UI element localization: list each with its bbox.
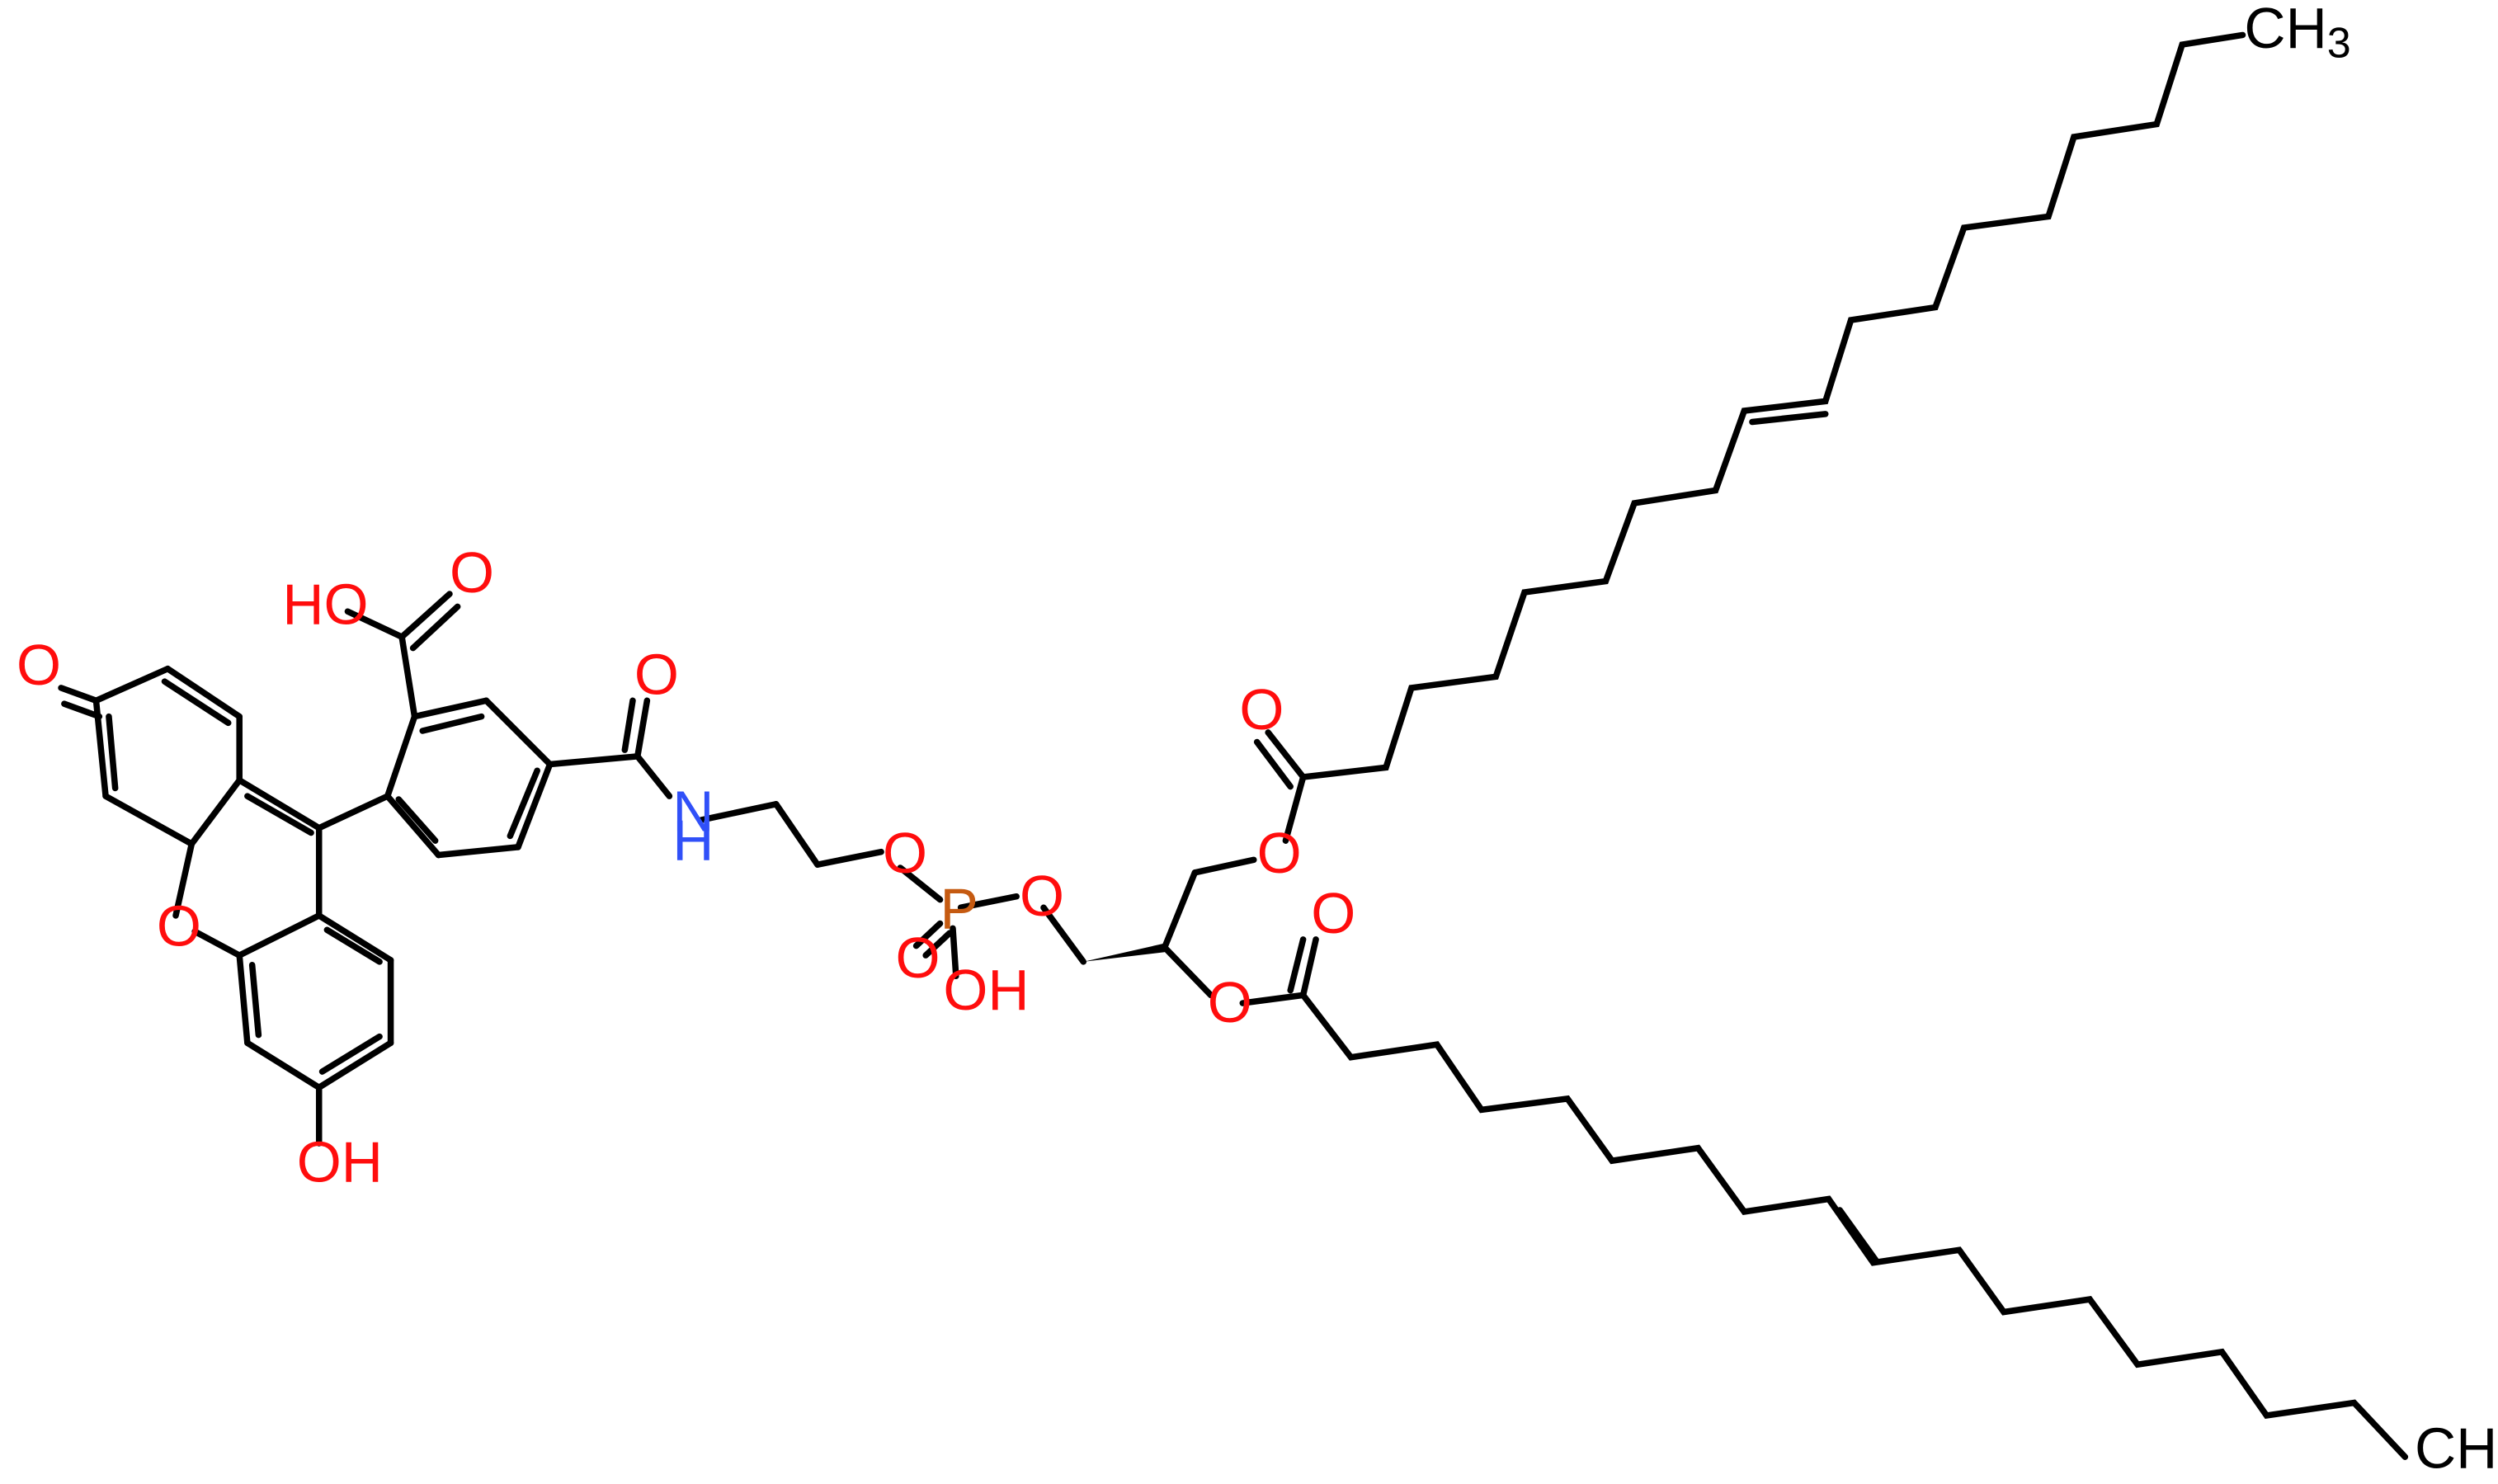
ester-2-oxygen-label: O bbox=[1208, 970, 1252, 1034]
phenol-oh-label: OH bbox=[297, 1129, 383, 1194]
acid-ho-label: HO bbox=[282, 572, 368, 637]
ketone-oxygen-label: O bbox=[16, 633, 61, 697]
phosphate-oxygen-1-label: O bbox=[883, 821, 927, 885]
phosphate-oxygen-2-label: O bbox=[1020, 864, 1064, 928]
phosphate-oxygen-3-label: O bbox=[895, 926, 940, 990]
lower-acyl-chain bbox=[1239, 936, 2409, 1460]
atom-labels: O O OH HO O O N H O P O O OH O O O O CH3… bbox=[16, 0, 2498, 1484]
amide-h-label: H bbox=[672, 808, 714, 872]
ring-oxygen-label: O bbox=[157, 894, 201, 959]
bottom-methyl-label: CH3 bbox=[2415, 1416, 2498, 1484]
acid-carbonyl-oxygen-label: O bbox=[450, 540, 494, 605]
benzoic-ring bbox=[315, 591, 673, 859]
ester-1-oxygen-label: O bbox=[1257, 821, 1302, 885]
phosphate-oh-label: OH bbox=[943, 958, 1029, 1022]
ester-2-carbonyl-oxygen-label: O bbox=[1311, 881, 1355, 945]
ethanolamine-linker bbox=[698, 801, 1020, 980]
amide-nitrogen-label: N bbox=[672, 780, 714, 844]
top-methyl-label: CH3 bbox=[2244, 0, 2350, 67]
phosphorus-label: P bbox=[940, 876, 978, 940]
xanthene-core bbox=[58, 665, 394, 1147]
amide-oxygen-label: O bbox=[634, 643, 679, 707]
upper-acyl-chain bbox=[1253, 31, 2246, 844]
ester-1-carbonyl-oxygen-label: O bbox=[1239, 677, 1284, 742]
glycerol-backbone bbox=[1040, 856, 1257, 999]
